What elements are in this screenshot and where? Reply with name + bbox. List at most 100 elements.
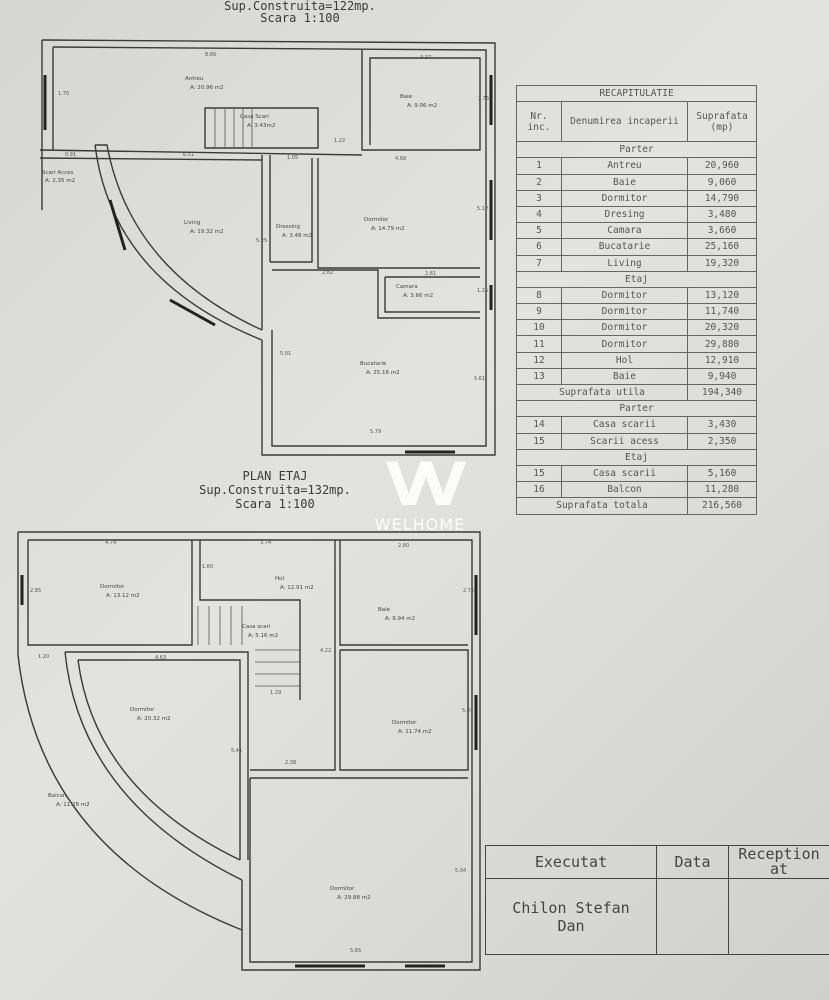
cell: 11,280 bbox=[687, 481, 757, 499]
room-area: A: 20.96 m2 bbox=[190, 85, 224, 91]
dimension-label: 5.04 bbox=[455, 868, 466, 874]
dimension-label: 1.20 bbox=[38, 654, 49, 660]
executed-label: Executat bbox=[485, 845, 657, 879]
dimension-label: 1.29 bbox=[270, 690, 281, 696]
dimension-label: 2.85 bbox=[30, 588, 41, 594]
cell: Etaj bbox=[516, 270, 757, 288]
cell: 3 bbox=[516, 189, 562, 207]
room-name: Baie bbox=[378, 607, 391, 613]
dimension-label: 1.25 bbox=[477, 288, 488, 294]
cell: 11,740 bbox=[687, 303, 757, 321]
dimension-label: 5.65 bbox=[350, 948, 361, 954]
cell: Dormitor bbox=[561, 319, 688, 337]
cell: 15 bbox=[516, 432, 562, 450]
author-name: Chilon Stefan Dan bbox=[485, 878, 657, 955]
cell: Scarii acess bbox=[561, 432, 688, 450]
cell: Baie bbox=[561, 367, 688, 386]
section-row: Parter bbox=[516, 400, 757, 418]
dimension-label: 5.41 bbox=[231, 748, 242, 754]
dimension-label: 5.25 bbox=[256, 238, 267, 244]
dimension-label: 2.82 bbox=[322, 270, 333, 276]
section-row: Etaj bbox=[516, 270, 757, 288]
section-row: Parter bbox=[516, 141, 757, 159]
room-area: A: 13.12 m2 bbox=[106, 593, 140, 599]
cell: Antreu bbox=[561, 157, 688, 175]
cell: 25,160 bbox=[687, 238, 757, 256]
room-name: Balcon bbox=[48, 793, 67, 799]
cell: Casa scarii bbox=[561, 464, 688, 483]
dimension-label: 2.75 bbox=[463, 588, 474, 594]
room-name: Scari Acces bbox=[42, 170, 74, 176]
cell: Parter bbox=[516, 141, 757, 159]
cell: Dormitor bbox=[561, 189, 688, 207]
cell: 2,350 bbox=[687, 432, 757, 450]
dimension-label: 2.75 bbox=[478, 96, 489, 102]
room-name: Dormitor bbox=[364, 217, 389, 223]
room-name: Dormitor bbox=[130, 707, 155, 713]
room-area: A: 12.91 m2 bbox=[280, 585, 314, 591]
cell: 194,340 bbox=[687, 383, 757, 402]
room-name: Dormitor bbox=[330, 886, 355, 892]
header-nr: Nr. inc. bbox=[516, 101, 562, 143]
cell: 7 bbox=[516, 254, 562, 272]
title-block: Executat Data Reception at Chilon Stefan… bbox=[485, 845, 829, 955]
cell: 12 bbox=[516, 351, 562, 369]
ground-floor-walls bbox=[39, 39, 496, 456]
cell: Casa scarii bbox=[561, 416, 688, 434]
cell: Bucatarie bbox=[561, 238, 688, 256]
cell: 3,660 bbox=[687, 222, 757, 240]
dimension-label: 5.79 bbox=[370, 429, 381, 435]
dimension-label: 4.63 bbox=[155, 655, 166, 661]
cell: Suprafata utila bbox=[516, 383, 688, 402]
room-area: A: 11.28 m2 bbox=[56, 802, 90, 808]
cell: Hol bbox=[561, 351, 688, 369]
cell: 13 bbox=[516, 367, 562, 386]
ground-floor-dimensions: 8.66 3.37 2.75 1.75 0.91 6.51 1.22 1.05 … bbox=[58, 52, 489, 435]
upper-floor-room-labels: Dormitor A: 13.12 m2 Hol A: 12.91 m2 Cas… bbox=[48, 576, 432, 901]
dimension-label: 1.60 bbox=[202, 564, 213, 570]
room-area: A: 2.35 m2 bbox=[45, 178, 75, 184]
ground-floor-area-title: Sup.Construita=122mp. bbox=[224, 0, 376, 13]
upper-floor-scale: Scara 1:100 bbox=[235, 497, 315, 511]
welhome-watermark: VV WELHOME bbox=[370, 455, 470, 534]
dimension-label: 3.74 bbox=[260, 540, 271, 546]
dimension-label: 1.05 bbox=[287, 155, 298, 161]
upper-floor-area-title: Sup.Construita=132mp. bbox=[199, 483, 351, 497]
room-name: Dressing bbox=[276, 224, 300, 230]
cell: Dormitor bbox=[561, 303, 688, 321]
room-area: A: 11.74 m2 bbox=[398, 729, 432, 735]
section-row: Etaj bbox=[516, 448, 757, 466]
cell: 10 bbox=[516, 319, 562, 337]
cell: 5 bbox=[516, 222, 562, 240]
room-area: A: 25.16 m2 bbox=[366, 370, 400, 376]
cell: 3,480 bbox=[687, 205, 757, 224]
dimension-label: 6.51 bbox=[183, 152, 194, 158]
cell: 20,320 bbox=[687, 319, 757, 337]
cell: 13,120 bbox=[687, 286, 757, 305]
header-name: Denumirea incaperii bbox=[561, 101, 688, 143]
cell: 1 bbox=[516, 157, 562, 175]
date-label: Data bbox=[656, 845, 729, 879]
header-area: Suprafata (mp) bbox=[687, 101, 757, 143]
room-area: A: 20.32 m2 bbox=[137, 716, 171, 722]
cell: 5,160 bbox=[687, 464, 757, 483]
room-area: A: 14.79 m2 bbox=[371, 226, 405, 232]
dimension-label: 5.03 bbox=[462, 708, 473, 714]
dimension-label: 5.12 bbox=[477, 206, 488, 212]
dimension-label: 4.68 bbox=[395, 156, 406, 162]
ground-floor-room-labels: Antreu A: 20.96 m2 Baie A: 9.06 m2 Casa … bbox=[42, 76, 437, 376]
room-name: Casa scari bbox=[242, 624, 271, 630]
cell: Dormitor bbox=[561, 335, 688, 353]
